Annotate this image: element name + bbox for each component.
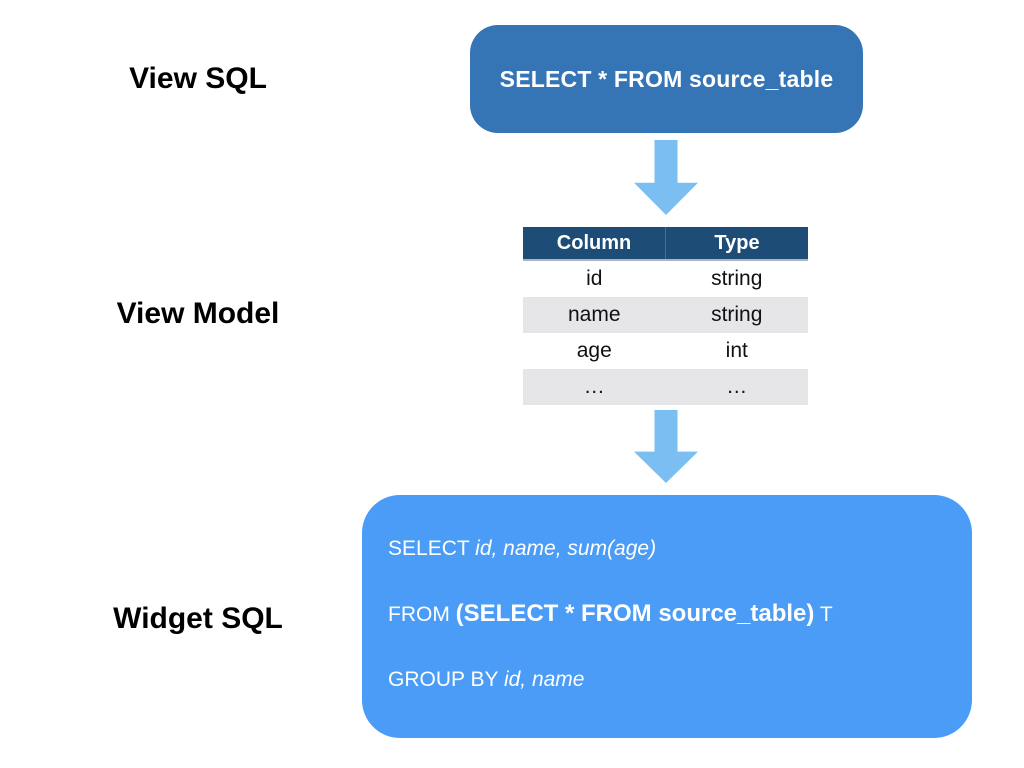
table-row: name string [523,297,808,333]
cell-type: string [711,303,763,326]
table-header-row: Column Type [523,227,808,261]
column-header-type: Type [665,227,808,259]
cell-column: age [576,339,612,362]
sql-keyword: GROUP BY [388,668,504,691]
sql-keyword: SELECT [388,537,476,560]
sql-suffix: T [814,603,833,626]
table-row: age int [523,333,808,369]
sql-subquery: (SELECT * FROM source_table) [455,600,815,627]
view-model-table: Column Type id string name string age in… [523,227,808,405]
sql-columns: id, name, sum(age) [475,537,657,560]
widget-sql-line-from: FROM (SELECT * FROM source_table) T [388,600,952,627]
down-arrow-icon [634,140,698,215]
sql-columns: id, name [503,668,585,691]
view-sql-box: SELECT * FROM source_table [470,25,863,133]
table-body: id string name string age int … … [523,261,808,405]
cell-column: name [567,303,621,326]
widget-sql-line-groupby: GROUP BY id, name [388,668,952,691]
column-header-column: Column [556,231,632,254]
table-row: id string [523,261,808,297]
cell-type: string [711,267,763,290]
cell-type: … [726,375,748,398]
widget-sql-line-select: SELECT id, name, sum(age) [388,537,952,560]
down-arrow-icon [634,410,698,483]
cell-column: id [586,267,603,290]
view-sql-text: SELECT * FROM source_table [499,65,834,92]
widget-sql-box: SELECT id, name, sum(age) FROM (SELECT *… [362,495,972,738]
cell-column: … [583,375,605,398]
widget-sql-label: Widget SQL [113,602,283,635]
view-model-label: View Model [116,297,280,330]
view-sql-label: View SQL [129,62,267,95]
table-row: … … [523,369,808,405]
sql-keyword: FROM [388,603,456,626]
cell-type: int [725,339,748,362]
